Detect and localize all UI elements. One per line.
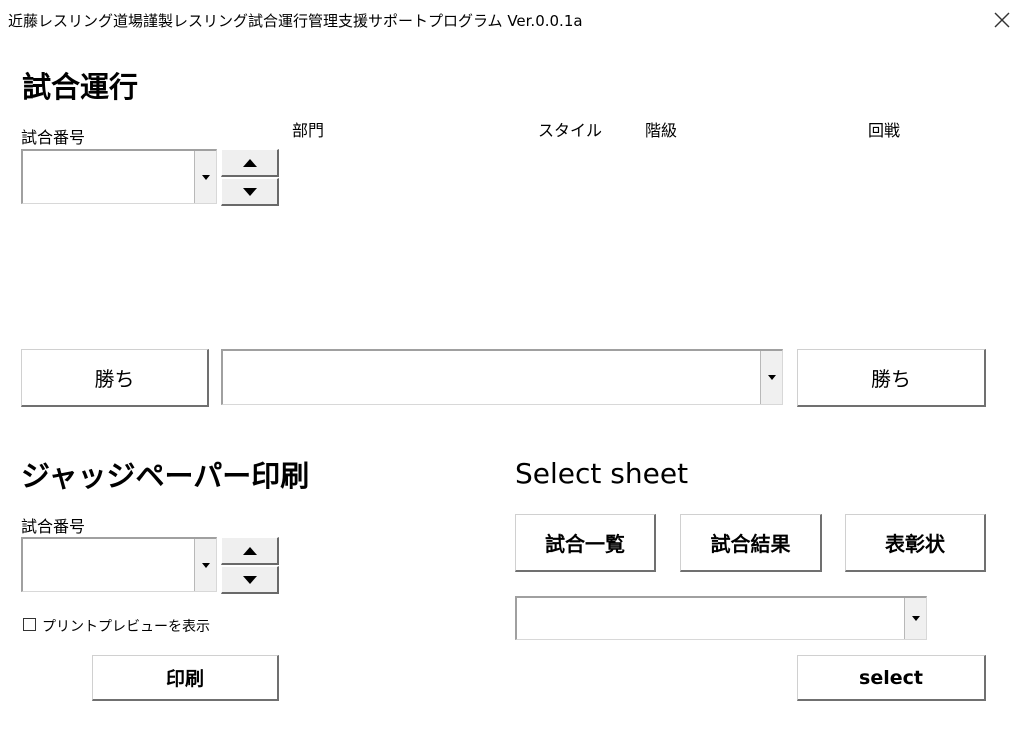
result-select[interactable] <box>221 349 783 405</box>
judge-match-number-up-button[interactable] <box>221 537 279 565</box>
arrow-down-icon <box>242 575 257 584</box>
chevron-down-icon <box>911 616 920 621</box>
judge-match-number-label: 試合番号 <box>21 517 86 536</box>
sheet-select[interactable] <box>515 596 927 640</box>
certificate-label: 表彰状 <box>885 532 945 556</box>
arrow-up-icon <box>242 158 257 167</box>
arrow-down-icon <box>242 187 257 196</box>
win-left-button[interactable]: 勝ち <box>21 349 209 407</box>
judge-match-number-select[interactable] <box>21 537 217 592</box>
match-number-select[interactable] <box>21 149 217 204</box>
judge-match-number-down-button[interactable] <box>221 566 279 594</box>
window-title: 近藤レスリング道場謹製レスリング試合運行管理支援サポートプログラム Ver.0.… <box>8 12 583 30</box>
select-button[interactable]: select <box>797 655 986 701</box>
select-label: select <box>859 666 923 689</box>
judge-paper-heading: ジャッジペーパー印刷 <box>21 459 310 493</box>
print-button[interactable]: 印刷 <box>92 655 279 701</box>
sheet-dropdown-button[interactable] <box>904 598 926 639</box>
print-preview-checkbox[interactable] <box>23 618 36 631</box>
column-round: 回戦 <box>868 121 901 140</box>
print-label: 印刷 <box>165 668 204 690</box>
chevron-down-icon <box>201 562 210 568</box>
win-right-label: 勝ち <box>871 367 911 391</box>
close-button[interactable] <box>990 8 1014 32</box>
win-right-button[interactable]: 勝ち <box>797 349 986 407</box>
match-results-label: 試合結果 <box>710 532 791 556</box>
close-icon <box>994 12 1010 28</box>
judge-match-number-dropdown-button[interactable] <box>194 539 216 591</box>
column-division: 部門 <box>292 121 325 140</box>
match-number-up-button[interactable] <box>221 149 279 177</box>
match-number-down-button[interactable] <box>221 178 279 206</box>
print-preview-label: プリントプレビューを表示 <box>42 619 210 635</box>
match-list-button[interactable]: 試合一覧 <box>515 514 656 572</box>
certificate-button[interactable]: 表彰状 <box>845 514 986 572</box>
win-left-label: 勝ち <box>94 367 135 391</box>
chevron-down-icon <box>767 375 776 380</box>
match-results-button[interactable]: 試合結果 <box>680 514 822 572</box>
chevron-down-icon <box>201 174 210 180</box>
match-list-label: 試合一覧 <box>545 532 625 556</box>
arrow-up-icon <box>242 546 257 555</box>
match-number-dropdown-button[interactable] <box>194 151 216 203</box>
match-operation-heading: 試合運行 <box>22 70 139 104</box>
column-weight-class: 階級 <box>645 121 678 140</box>
result-dropdown-button[interactable] <box>760 351 782 404</box>
column-style: スタイル <box>538 121 603 140</box>
match-number-label: 試合番号 <box>21 128 86 147</box>
select-sheet-heading: Select sheet <box>515 457 689 490</box>
